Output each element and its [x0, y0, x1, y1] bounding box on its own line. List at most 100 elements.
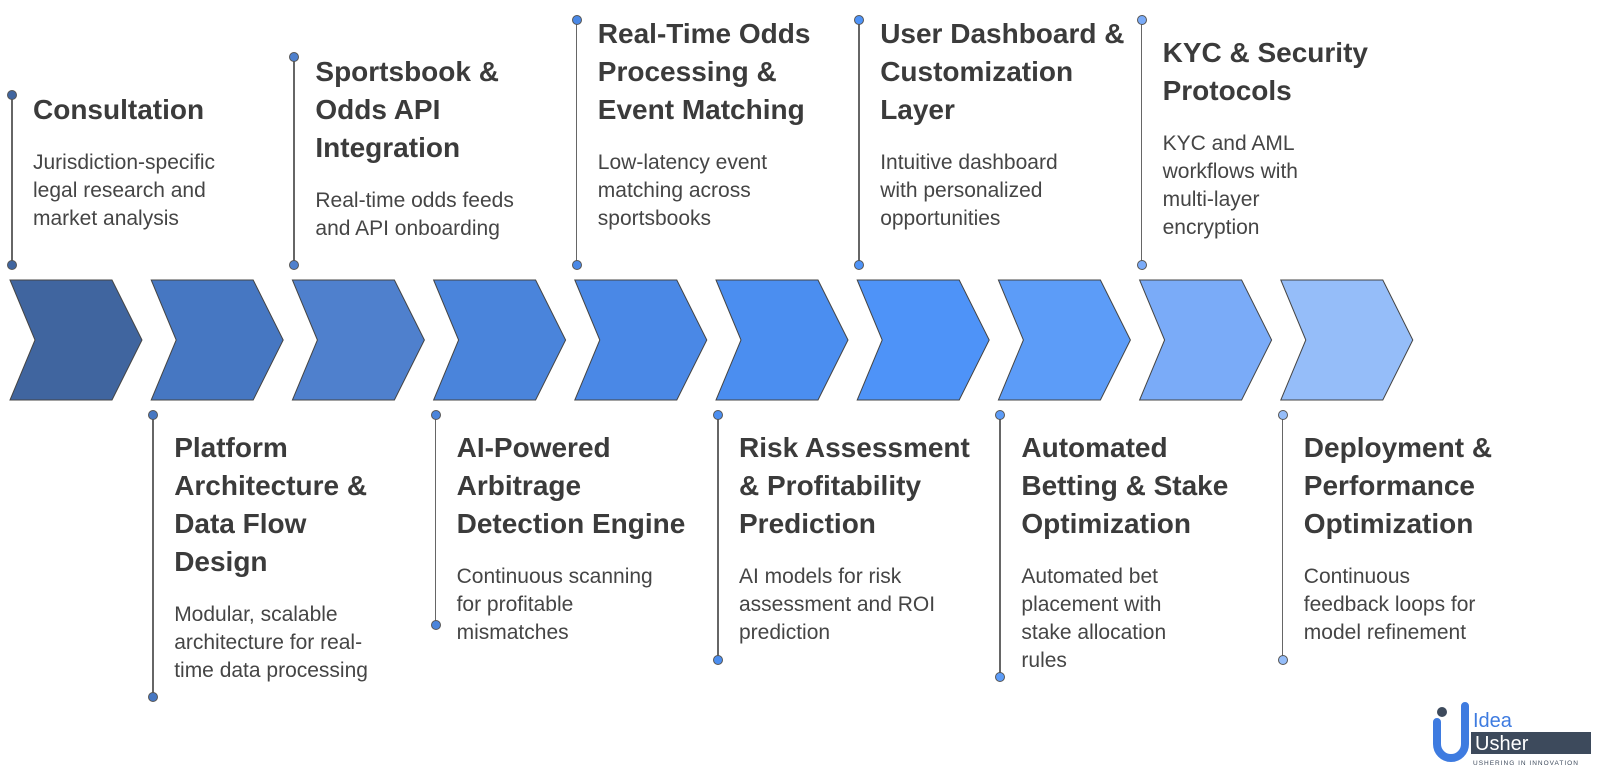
- logo-tagline: USHERING IN INNOVATION: [1473, 760, 1579, 767]
- step-title-line: Detection Engine: [456, 508, 686, 539]
- step-description-line: prediction: [739, 621, 831, 644]
- step-description-line: mismatches: [456, 621, 569, 644]
- connector-dot: [1136, 15, 1147, 25]
- step-description: Intuitive dashboard with personalized oppo…: [880, 149, 1150, 233]
- chevron-step-4: [432, 279, 567, 401]
- chevron-step-1: [9, 279, 143, 401]
- connector-dot: [995, 410, 1006, 420]
- step-title-line: Betting & Stake: [1021, 470, 1229, 501]
- connector-dot: [854, 260, 865, 270]
- connector-dot: [1136, 260, 1147, 270]
- step-description-line: Continuous: [1303, 565, 1411, 588]
- connector-dot: [995, 672, 1006, 682]
- connector-dot: [1277, 655, 1288, 665]
- step-description-line: stake allocation: [1021, 621, 1167, 644]
- step-description-line: assessment and ROI: [739, 593, 936, 616]
- step-description-line: Intuitive dashboard: [880, 151, 1058, 174]
- connector-dot: [713, 410, 723, 420]
- connector-dot: [571, 15, 582, 25]
- step-title-line: Customization: [880, 56, 1074, 87]
- connector-dot: [430, 410, 441, 420]
- step-title-line: Arbitrage: [456, 470, 582, 501]
- connector-dot: [148, 692, 159, 702]
- step-description-line: legal research and: [33, 179, 206, 202]
- step-description-line: Jurisdiction-specific: [33, 151, 216, 174]
- step-description: Real-time odds feeds and API onboarding: [315, 187, 585, 243]
- step-description-line: encryption: [1162, 216, 1260, 239]
- step-title-line: KYC & Security: [1162, 37, 1368, 68]
- connector-dot: [289, 260, 300, 270]
- step-title-line: Optimization: [1021, 508, 1191, 539]
- step-title-line: Optimization: [1303, 508, 1474, 539]
- step-title-line: & Profitability: [739, 470, 922, 501]
- connector-dot: [713, 655, 723, 665]
- step-title-line: Layer: [880, 94, 955, 125]
- step-description-line: market analysis: [33, 207, 179, 230]
- step-title-line: Processing &: [597, 56, 777, 87]
- step-description-line: and API onboarding: [315, 217, 500, 240]
- step-description-line: multi-layer: [1162, 188, 1260, 211]
- connector-dot: [7, 90, 17, 100]
- connector-line: [575, 20, 578, 265]
- connector-line: [999, 415, 1001, 677]
- connector-line: [11, 95, 13, 265]
- step-title-line: Data Flow: [174, 508, 307, 539]
- chevron-step-3: [291, 279, 425, 401]
- connector-line: [1281, 415, 1284, 660]
- step-description-line: Real-time odds feeds: [315, 189, 514, 212]
- step-title-line: Event Matching: [597, 94, 805, 125]
- step-title-line: Consultation: [33, 94, 205, 125]
- step-description-line: with personalized: [880, 179, 1043, 202]
- connector-dot: [854, 15, 865, 25]
- connector-dot: [289, 52, 300, 62]
- chevron-step-10: [1280, 279, 1414, 401]
- step-description-line: model refinement: [1303, 621, 1467, 644]
- step-title-line: Performance: [1303, 470, 1475, 501]
- step-title-line: Real-Time Odds: [597, 18, 811, 49]
- step-description-line: architecture for real-: [174, 631, 363, 654]
- step-description: Jurisdiction-specific legal research and m…: [33, 149, 303, 233]
- step-title-line: Odds API: [315, 94, 441, 125]
- step-title-line: Deployment &: [1303, 432, 1493, 463]
- step-description-line: matching across: [597, 179, 751, 202]
- step-description-line: feedback loops for: [1303, 593, 1476, 616]
- step-title-line: User Dashboard &: [880, 18, 1125, 49]
- step-description-line: AI models for risk: [739, 565, 902, 588]
- connector-line: [1140, 20, 1143, 265]
- step-description-line: Modular, scalable: [174, 603, 338, 626]
- step-title-line: Sportsbook &: [315, 56, 499, 87]
- idea-usher-logo: Idea Usher USHERING IN INNOVATION: [1433, 702, 1591, 767]
- step-description-line: sportsbooks: [597, 207, 712, 230]
- connector-line: [717, 415, 719, 660]
- step-description-line: rules: [1021, 649, 1067, 672]
- step-title-line: Architecture &: [174, 470, 368, 501]
- step-title-line: AI-Powered: [456, 432, 611, 463]
- chevron-step-5: [574, 279, 708, 401]
- step-title-line: Protocols: [1162, 75, 1292, 106]
- step-title-line: Integration: [315, 132, 461, 163]
- step-title-line: Platform: [174, 432, 288, 463]
- step-title-line: Prediction: [739, 508, 876, 539]
- step-description-line: placement with: [1021, 593, 1162, 616]
- step-title: Sportsbook & Odds API Integration: [315, 53, 585, 167]
- step-description-line: opportunities: [880, 207, 1001, 230]
- chevron-step-6: [715, 279, 849, 401]
